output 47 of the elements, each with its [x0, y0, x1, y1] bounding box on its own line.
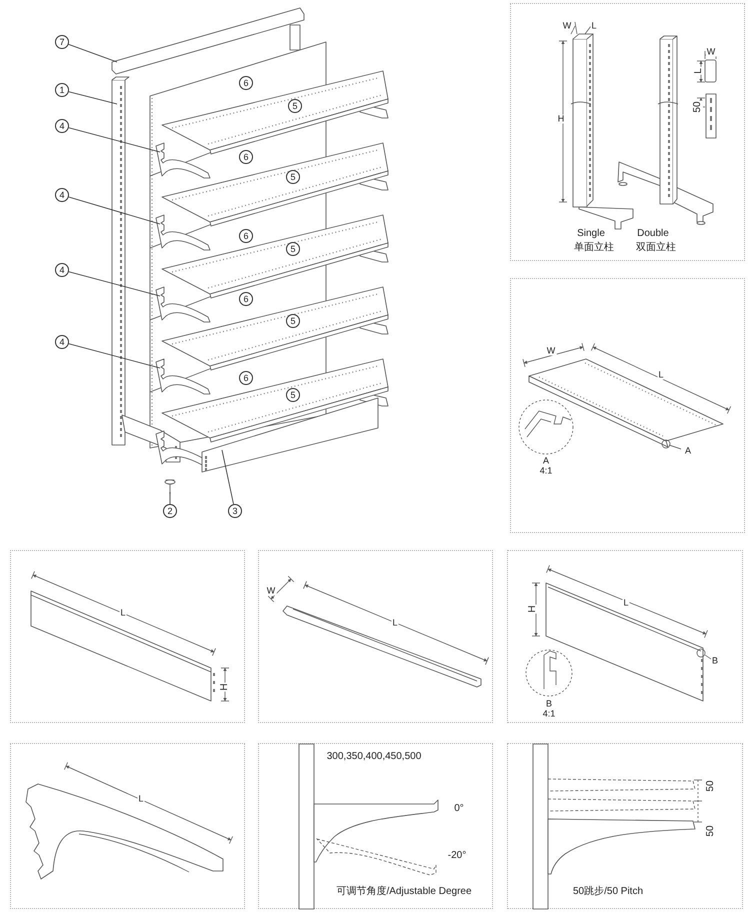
caption-text: -20° — [446, 851, 468, 861]
leader-line — [68, 196, 160, 224]
dimension-label: 50 — [693, 100, 703, 114]
caption-text: 单面立柱 — [573, 243, 615, 253]
dimension-label: L — [694, 67, 704, 75]
callout-number: 1 — [55, 83, 69, 97]
caption-text: Double — [636, 229, 670, 239]
callout-number: 2 — [163, 504, 177, 518]
caption-text: 50跳步/50 Pitch — [572, 887, 644, 897]
caption-text: 300,350,400,450,500 — [326, 752, 422, 762]
dimension-label: L — [392, 618, 398, 628]
caption-text: 双面立柱 — [635, 243, 677, 253]
dimension-label: L — [120, 608, 126, 618]
leader-line — [68, 91, 118, 104]
dimension-label: L — [622, 598, 630, 608]
dimension-label: L — [658, 370, 664, 380]
callout-number: 4 — [55, 263, 69, 277]
caption-text: 0° — [453, 804, 465, 814]
dimension-label: B — [711, 656, 719, 666]
leader-line — [222, 450, 234, 505]
leader-line — [68, 127, 160, 152]
dimension-label: W — [266, 586, 276, 596]
dimension-label: B — [545, 700, 553, 708]
callout-number: 7 — [55, 35, 69, 49]
dimension-label: A — [542, 456, 550, 466]
callout-number: 4 — [55, 335, 69, 349]
dimension-label: A — [684, 446, 692, 456]
dimension-label: W — [546, 346, 556, 356]
dimension-label: L — [590, 22, 598, 30]
dimension-label: 4:1 — [542, 710, 556, 718]
dimension-label: L — [138, 794, 144, 804]
dimension-label: 50 — [706, 779, 716, 793]
leader-line — [68, 343, 160, 368]
dimension-label: H — [528, 604, 538, 614]
caption-text: 可调节角度/Adjustable Degree — [335, 887, 473, 897]
dimension-label: 50 — [706, 824, 716, 838]
callout-number: 4 — [55, 119, 69, 133]
dimension-label: W — [706, 48, 716, 56]
dimension-label: H — [220, 682, 230, 692]
leader-line — [68, 44, 118, 62]
caption-text: Single — [576, 229, 606, 239]
leader-line — [68, 271, 160, 296]
dimension-label: W — [562, 22, 572, 30]
callout-number: 4 — [55, 188, 69, 202]
dimension-label: 4:1 — [538, 466, 554, 476]
dimension-label: H — [556, 114, 566, 124]
callout-number: 3 — [228, 504, 242, 518]
